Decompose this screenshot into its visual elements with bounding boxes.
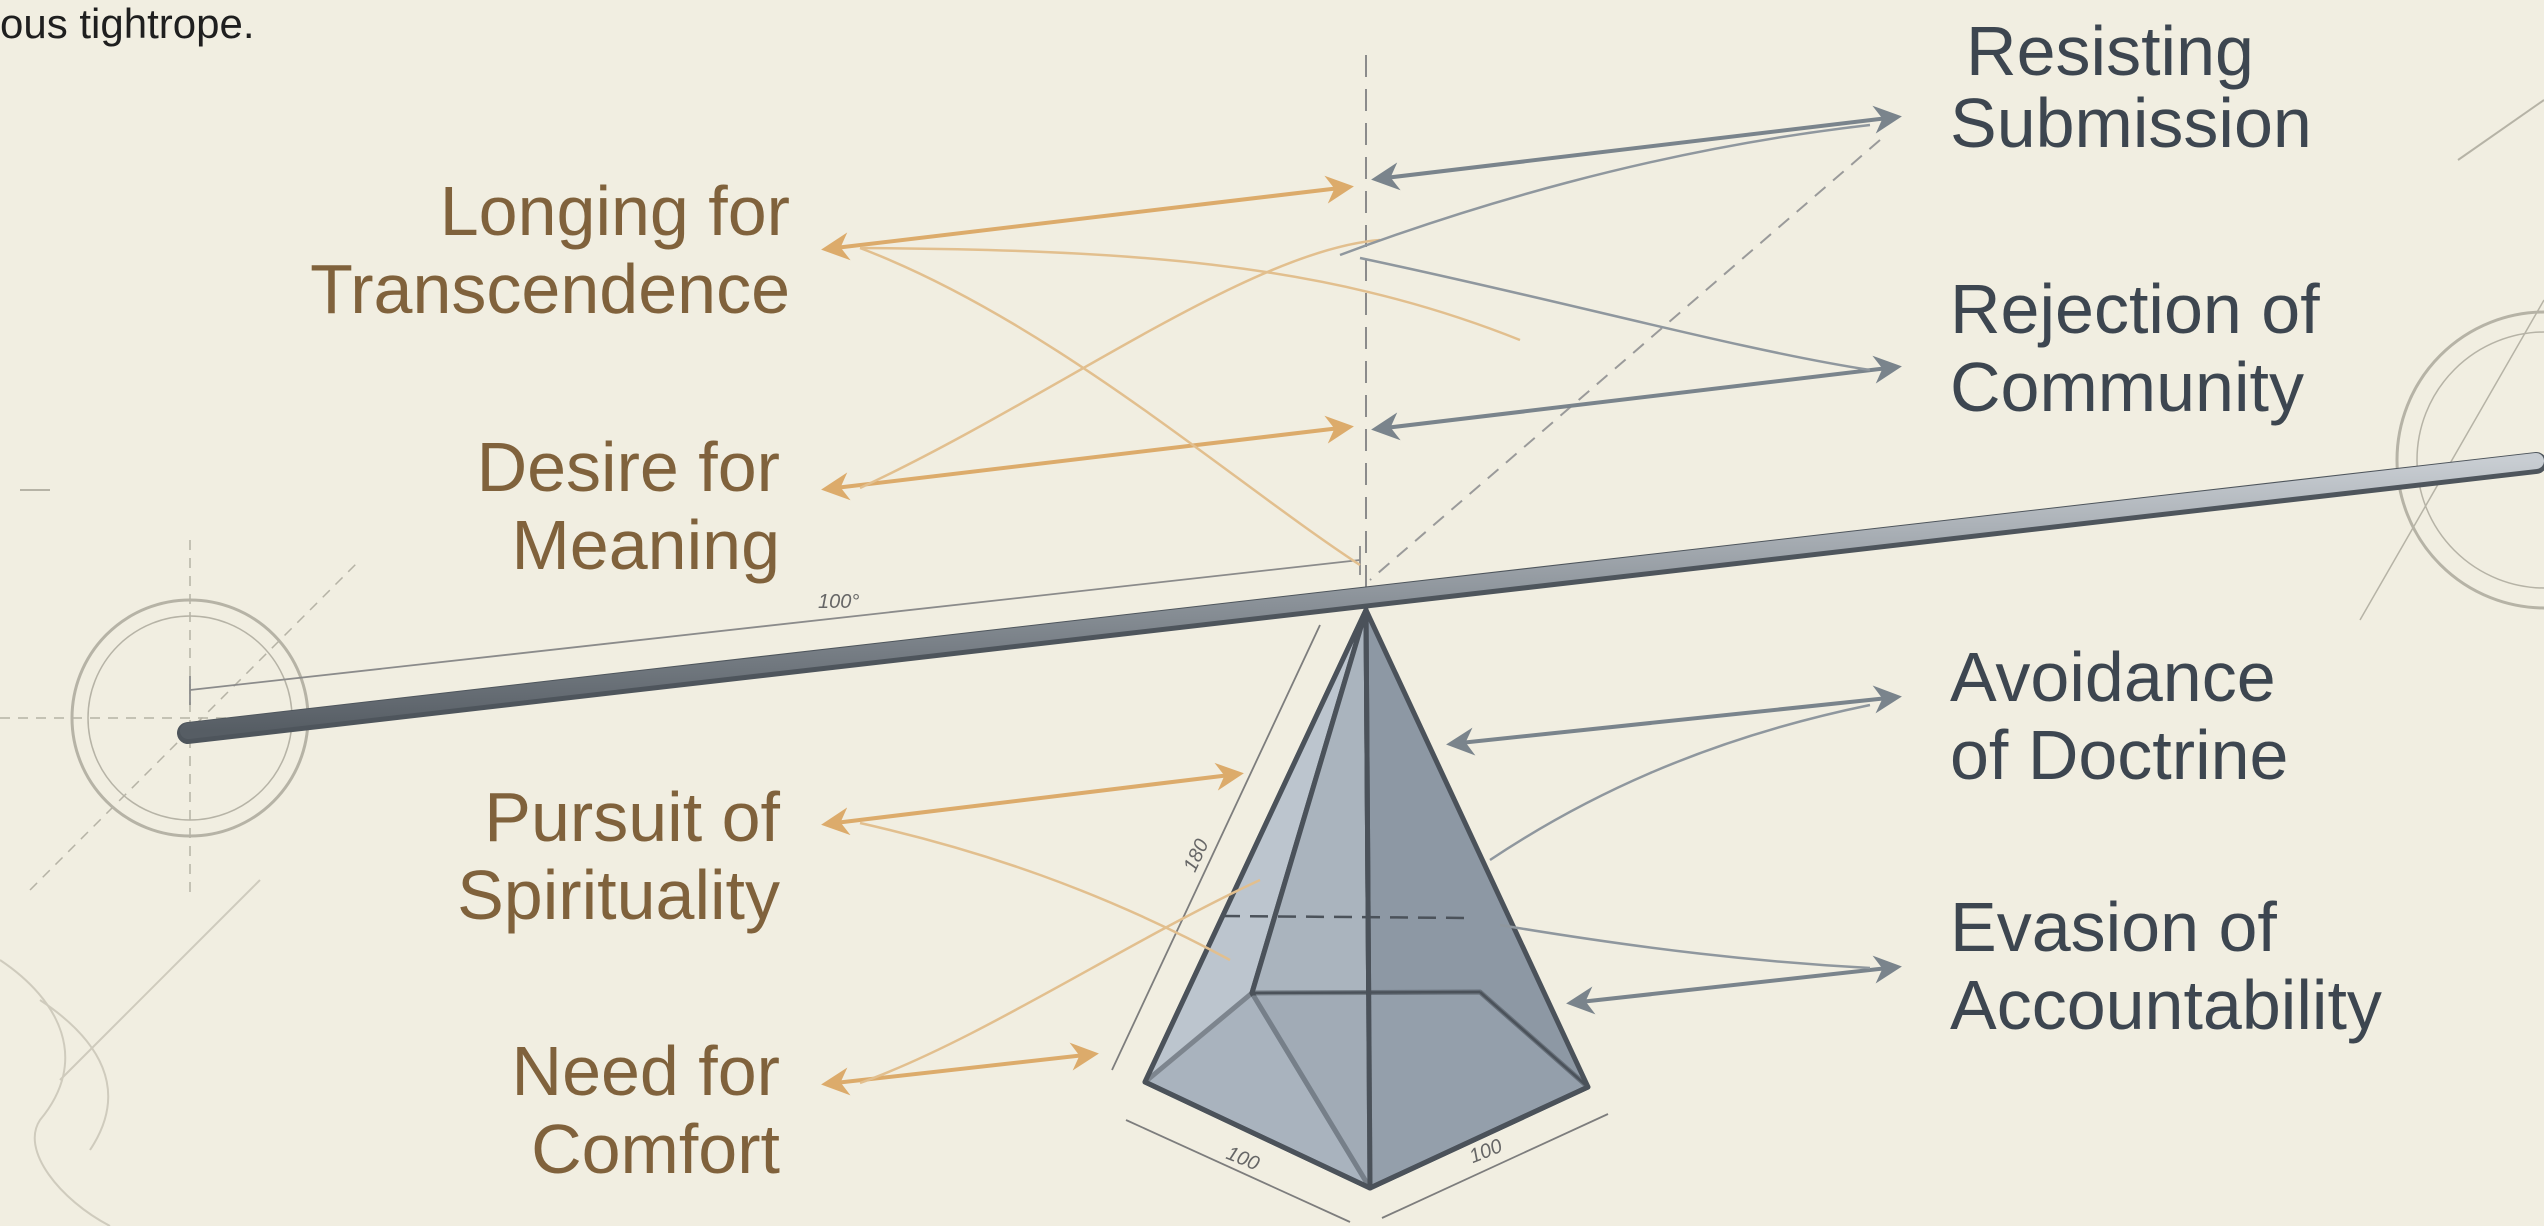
label-rejection-of-community: Rejection of Community	[1950, 270, 2320, 426]
arrow-doctrine	[1446, 685, 1902, 756]
label-desire-for-meaning: Desire for Meaning	[476, 428, 780, 584]
right-arrows	[1371, 105, 1902, 1015]
beam-dimension	[189, 546, 1361, 705]
diagonal-construction-line	[1369, 139, 1881, 581]
beam-dimension-label: 100°	[818, 591, 859, 613]
label-evasion-of-accountability: Evasion of Accountability	[1950, 888, 2382, 1044]
height-dimension-label: 180	[1179, 836, 1213, 876]
right-sketch-circle	[2359, 99, 2544, 621]
right-cross-curves	[1339, 123, 1871, 970]
arrow-comfort	[821, 1042, 1099, 1096]
arrow-spirituality	[821, 762, 1244, 836]
label-pursuit-of-spirituality: Pursuit of Spirituality	[457, 778, 780, 934]
arrow-submission	[1371, 105, 1902, 191]
arrow-accountability	[1566, 955, 1902, 1015]
caption-text: ous tightrope.	[0, 0, 255, 47]
arrow-meaning	[821, 415, 1354, 501]
arrow-transcendence	[821, 175, 1354, 261]
pyramid-dimensions	[1111, 624, 1609, 1223]
left-arrows	[821, 175, 1354, 1096]
left-cross-curves	[859, 238, 1521, 1085]
label-avoidance-of-doctrine: Avoidance of Doctrine	[1950, 638, 2289, 794]
label-resisting-submission: Resisting Submission	[1950, 12, 2312, 162]
label-longing-for-transcendence: Longing for Transcendence	[310, 172, 790, 328]
bottom-left-sketch	[0, 879, 261, 1226]
pyramid-fulcrum	[1142, 607, 1591, 1191]
arrow-community	[1371, 355, 1902, 441]
base-left-dimension-label: 100	[1223, 1142, 1262, 1175]
label-need-for-comfort: Need for Comfort	[511, 1032, 780, 1188]
